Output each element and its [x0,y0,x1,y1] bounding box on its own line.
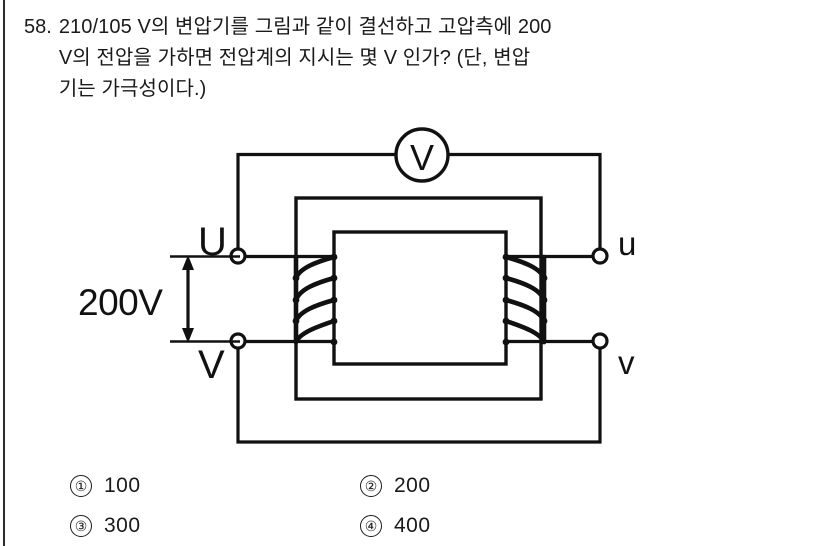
terminal-u[interactable] [591,247,609,265]
answer-text-2: 200 [394,474,431,497]
question-text: 210/105 V의 변압기를 그림과 같이 결선하고 고압측에 200 V의 … [59,12,552,105]
secondary-winding [503,254,547,345]
answer-option-4[interactable]: ④ 400 [360,514,431,538]
core-inner-rect [332,230,508,366]
voltmeter-symbol [394,127,450,183]
terminal-v[interactable] [591,332,609,350]
answer-option-3[interactable]: ③ 300 [70,514,360,538]
label-terminal-u-lower: u [618,225,636,262]
answer-row-1: ① 100 ② 200 [70,466,810,506]
dimension-arrowhead-down [182,328,194,343]
answer-option-1[interactable]: ① 100 [70,474,360,498]
label-terminal-V: V [198,343,225,387]
answer-text-3: 300 [104,514,141,537]
answer-options: ① 100 ② 200 ③ 300 ④ 400 [70,466,810,546]
label-source-voltage: 200V [78,282,163,323]
question-block: 58. 210/105 V의 변압기를 그림과 같이 결선하고 고압측에 200… [24,12,814,105]
voltmeter-label: V [410,137,434,178]
answer-marker-1: ① [70,475,92,497]
primary-winding-nodes [292,253,338,346]
question-line-1: 210/105 V의 변압기를 그림과 같이 결선하고 고압측에 200 [58,16,552,38]
page-left-rule [3,0,5,546]
answer-text-1: 100 [104,474,141,497]
answer-row-2: ③ 300 ④ 400 [70,506,810,546]
question-line-3: 기는 가극성이다.) [58,78,207,100]
primary-winding [293,254,337,345]
question-number: 58. [24,16,52,38]
transformer-circuit-diagram: V [0,110,826,460]
label-terminal-v-lower: v [618,344,635,381]
answer-marker-3: ③ [70,515,92,537]
dimension-arrowhead-up [182,255,194,270]
answer-marker-2: ② [360,475,382,497]
question-line-2: V의 전압을 가하면 전압계의 지시는 몇 V 인가? (단, 변압 [58,47,531,69]
answer-marker-4: ④ [360,515,382,537]
answer-option-2[interactable]: ② 200 [360,474,431,498]
answer-text-4: 400 [394,514,431,537]
secondary-winding-nodes [502,253,548,346]
